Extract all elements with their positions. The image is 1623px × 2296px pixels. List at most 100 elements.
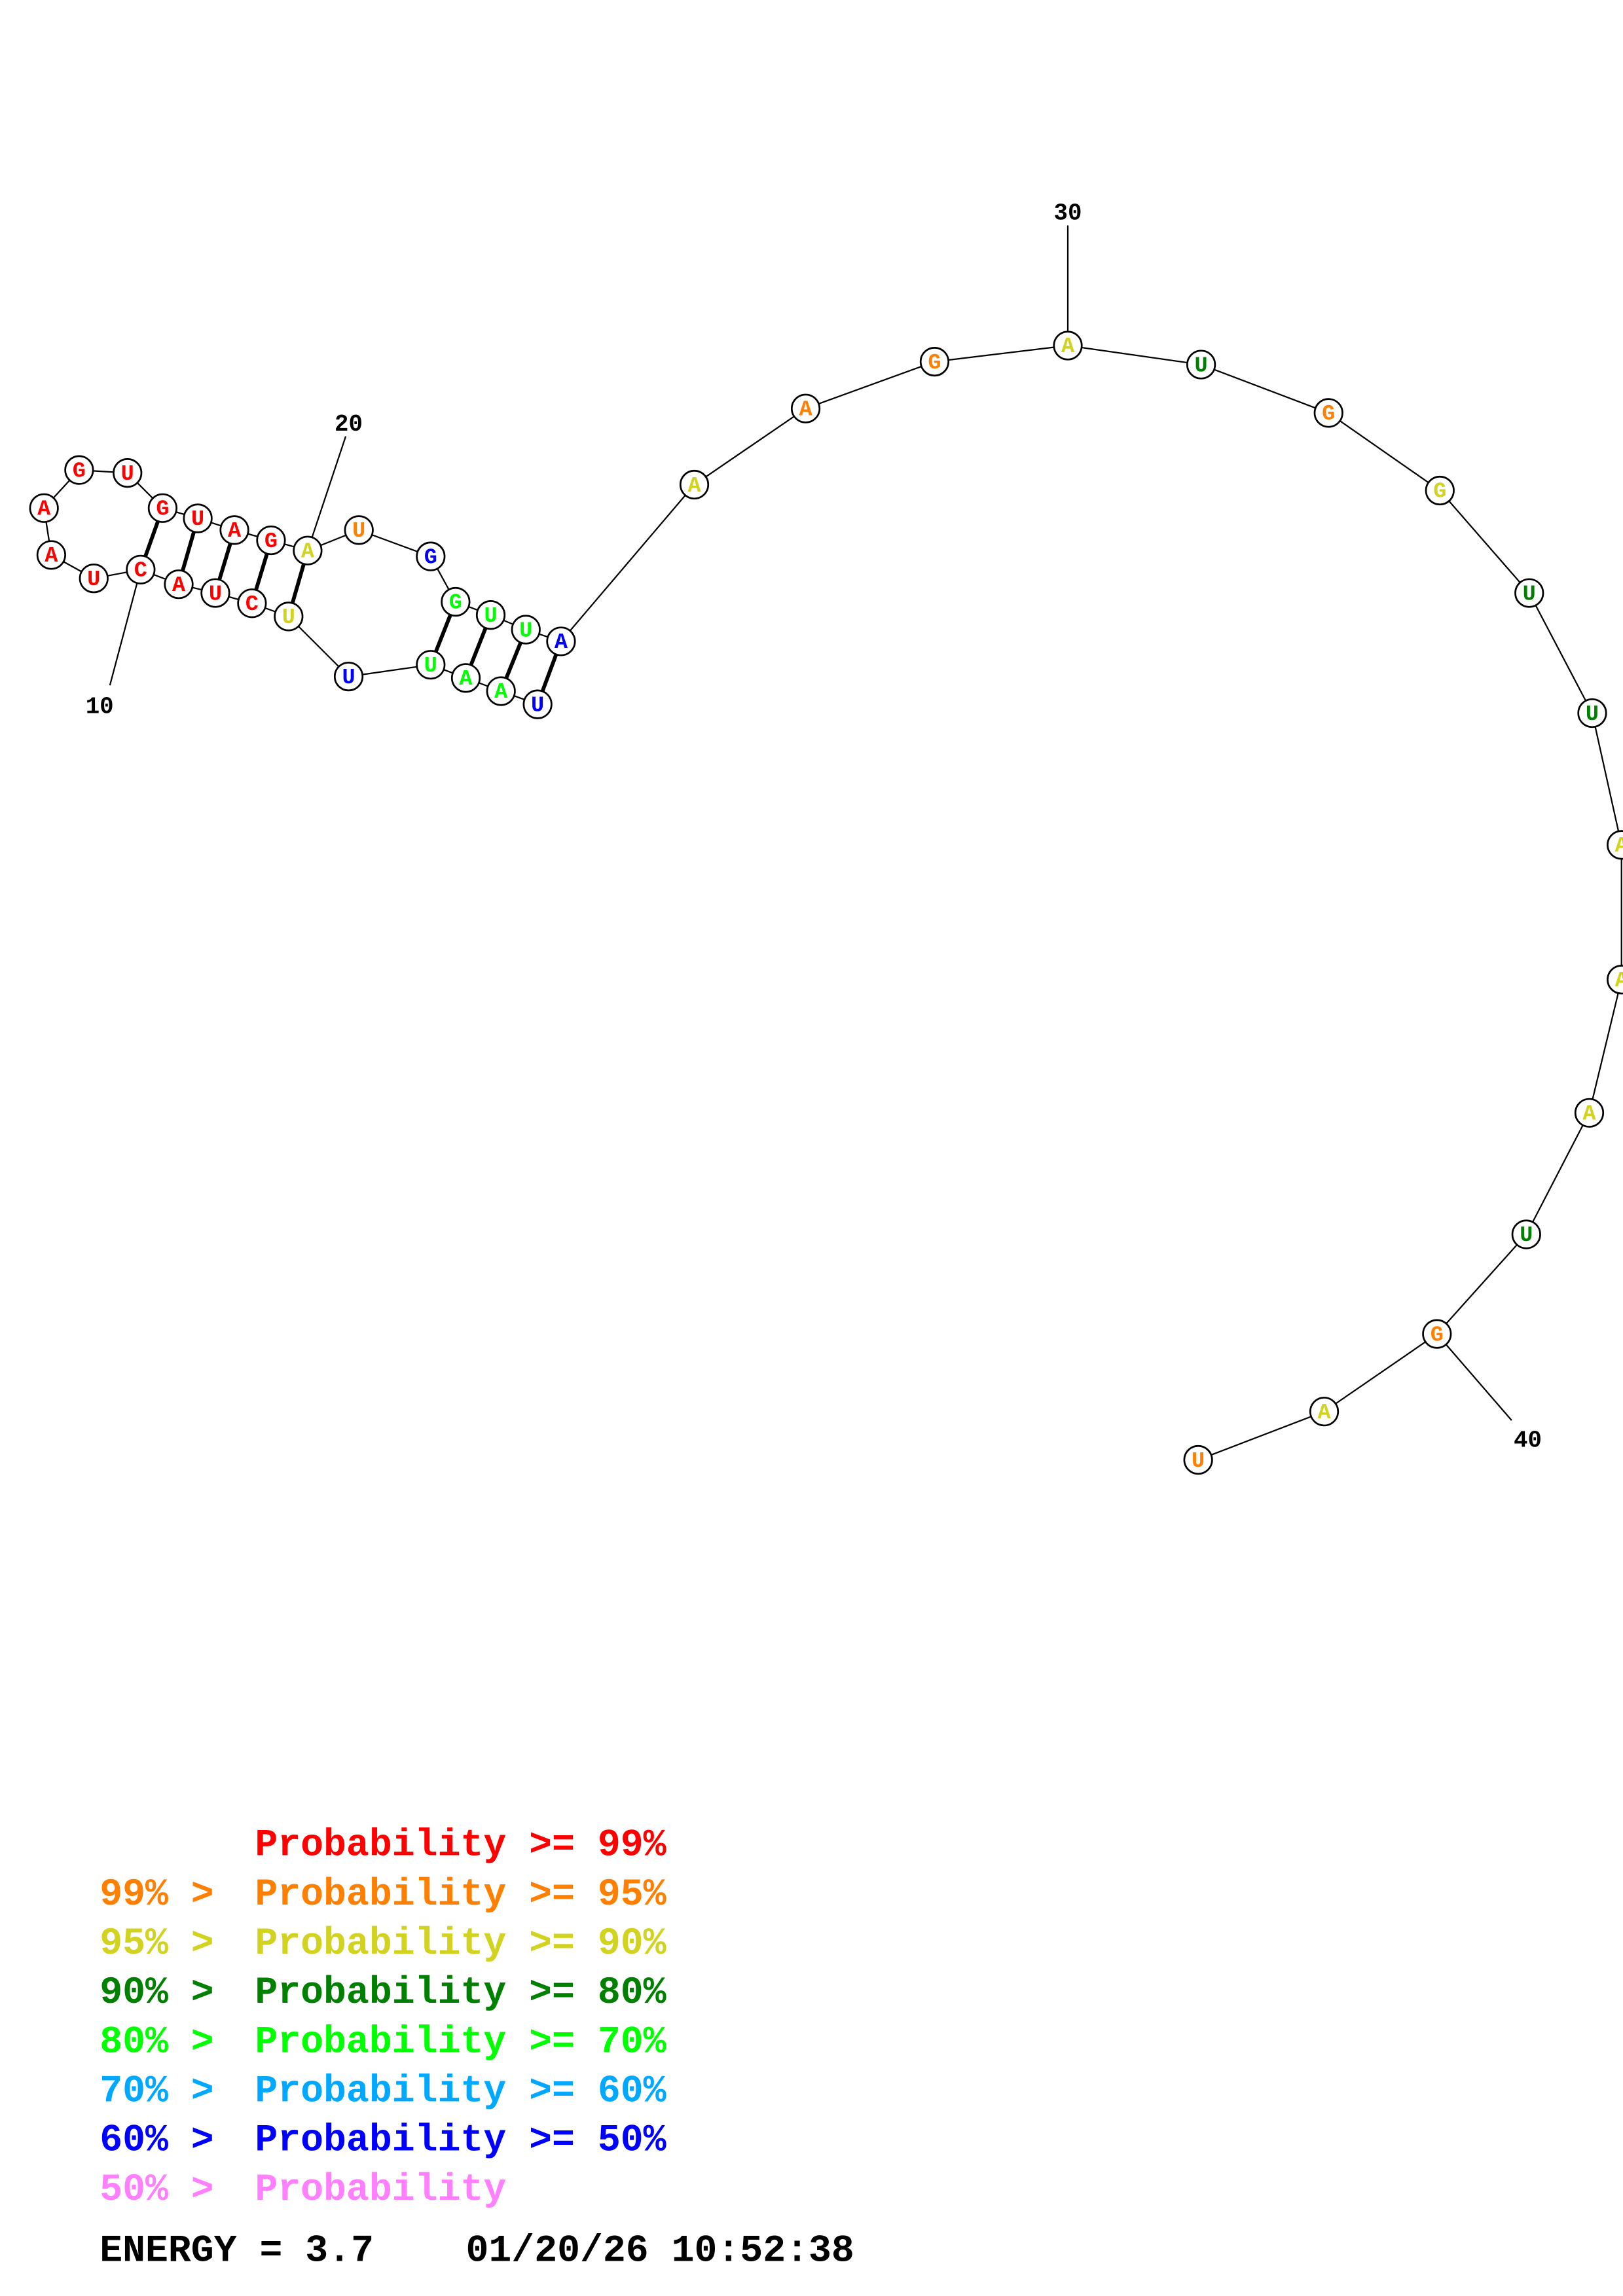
legend-label: Probability >= 50% <box>255 2120 666 2162</box>
nucleotide: A <box>450 663 481 693</box>
legend-row: 60% >Probability >= 50% <box>100 2120 666 2162</box>
position-label: 40 <box>1514 1427 1542 1454</box>
nucleotide-base: G <box>449 591 462 616</box>
nucleotide: U <box>200 578 230 608</box>
nucleotide-circle <box>416 541 446 571</box>
nucleotide-circle <box>486 676 516 706</box>
nucleotide: A <box>679 469 710 500</box>
nucleotide-circle <box>416 650 446 680</box>
nucleotide: G <box>416 541 446 571</box>
nucleotide: A <box>1607 830 1623 860</box>
legend-prefix: 80% > <box>100 2021 214 2064</box>
backbone-link <box>1436 1234 1527 1335</box>
legend-prefix: 99% > <box>100 1874 214 1916</box>
legend-label: Probability >= 90% <box>255 1923 666 1965</box>
nucleotide-base: A <box>45 544 58 569</box>
nucleotide-base: U <box>191 507 204 532</box>
nucleotide-circle <box>147 493 177 523</box>
nucleotide-base: U <box>1523 582 1536 607</box>
nucleotide: U <box>1186 350 1216 380</box>
probability-legend: Probability >= 99%99% >Probability >= 95… <box>100 1825 666 2212</box>
backbone-link <box>693 408 807 486</box>
nucleotide-circle <box>1183 1444 1213 1475</box>
position-label: 20 <box>335 411 363 438</box>
nucleotide-circle <box>441 586 471 617</box>
nucleotide-base: U <box>87 567 100 592</box>
nucleotide: A <box>164 569 194 600</box>
nucleotide: G <box>441 586 471 617</box>
nucleotide: U <box>1183 1444 1213 1475</box>
nucleotide-base: A <box>494 680 508 705</box>
nucleotide-base: G <box>424 545 437 570</box>
nucleotide-base: A <box>301 539 315 564</box>
nucleotide-circle <box>1425 475 1455 506</box>
backbone-link <box>1525 1112 1590 1235</box>
position-tick <box>1436 1333 1512 1421</box>
backbone-link <box>1588 979 1622 1113</box>
nucleotide-base: U <box>1586 702 1599 727</box>
nucleotide-base: G <box>1433 480 1446 505</box>
nucleotide: A <box>219 515 249 545</box>
nucleotide-base: U <box>282 605 295 630</box>
nucleotide-base: U <box>352 519 365 544</box>
nucleotide: G <box>1422 1319 1452 1349</box>
backbone-link <box>1328 412 1440 492</box>
nucleotide-base: G <box>73 459 86 484</box>
nucleotide-circle <box>1514 578 1544 608</box>
nucleotide-base: U <box>1520 1223 1533 1248</box>
nucleotide-circle <box>274 601 304 632</box>
nucleotide-circle <box>237 588 267 619</box>
nucleotide-circle <box>919 347 950 377</box>
nucleotide-base: A <box>1615 834 1623 859</box>
nucleotide-circle <box>1422 1319 1452 1349</box>
nucleotide-circle <box>475 600 506 630</box>
backbone-link <box>1323 1333 1438 1412</box>
legend-label: Probability >= 60% <box>255 2070 666 2113</box>
nucleotide: U <box>1511 1219 1541 1249</box>
backbone-link <box>1201 364 1329 414</box>
backbone-link <box>560 484 695 642</box>
nucleotide-base: A <box>228 519 242 544</box>
nucleotide-circle <box>183 503 213 533</box>
footer: ENERGY = 3.7 01/20/26 10:52:38 <box>100 2230 854 2272</box>
nucleotide: A <box>790 393 821 423</box>
position-tick <box>306 436 347 551</box>
backbone <box>43 344 1622 1461</box>
backbone-link <box>1528 592 1593 714</box>
nucleotide-base: A <box>1317 1401 1331 1426</box>
nucleotide: A <box>1053 331 1083 361</box>
nucleotide: U <box>522 689 553 719</box>
nucleotide-base: A <box>37 497 51 522</box>
nucleotide: U <box>511 615 541 645</box>
legend-prefix: 70% > <box>100 2070 214 2113</box>
legend-prefix: 50% > <box>100 2169 214 2212</box>
nucleotide-circle <box>333 662 364 692</box>
nucleotide-circle <box>546 626 576 656</box>
legend-prefix: 95% > <box>100 1923 214 1965</box>
nucleotide: G <box>64 455 94 485</box>
nucleotide-base: U <box>121 462 134 487</box>
nucleotide: A <box>546 626 576 656</box>
nucleotide: U <box>416 650 446 680</box>
timestamp-text: 01/20/26 10:52:38 <box>466 2230 854 2272</box>
nucleotide: G <box>1313 398 1343 428</box>
position-label: 30 <box>1054 200 1082 227</box>
nucleotide-circle <box>126 554 156 584</box>
nucleotide-base: G <box>1431 1323 1444 1348</box>
nucleotide: A <box>36 540 66 570</box>
nucleotide-base: G <box>156 497 169 522</box>
nucleotide: U <box>79 564 109 594</box>
legend-label: Probability >= 80% <box>255 1972 666 2015</box>
nucleotide-base: G <box>928 351 941 376</box>
legend-row: 70% > Probability >= 60% <box>100 2070 666 2113</box>
backbone-link <box>934 344 1068 363</box>
nucleotide: U <box>475 600 506 630</box>
nucleotide-circle <box>36 540 66 570</box>
nucleotide-base: U <box>209 582 222 607</box>
legend-row: 99% > Probability >= 95% <box>100 1874 666 1916</box>
nucleotide: U <box>1577 698 1607 728</box>
nucleotide-circle <box>1577 698 1607 728</box>
legend-label: Probability >= 95% <box>255 1874 666 1916</box>
